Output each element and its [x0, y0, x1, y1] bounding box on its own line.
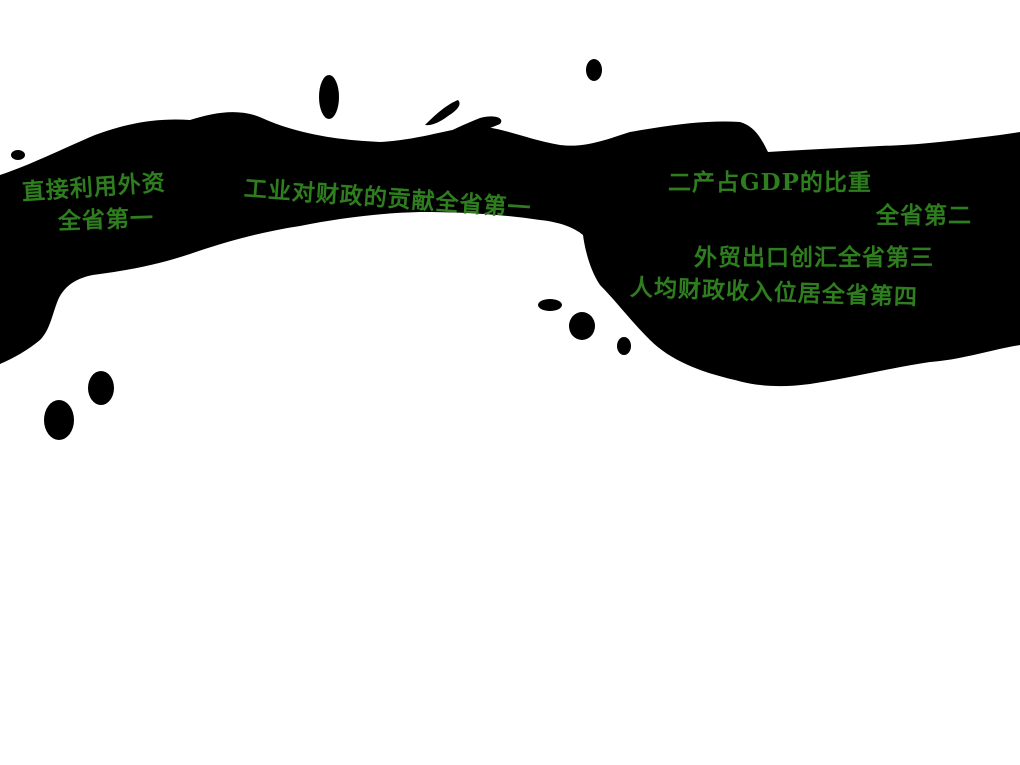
ink-drop-1: [319, 75, 339, 119]
ink-drop-6: [617, 337, 631, 355]
label-secondary-industry-line1: 二产占GDP的比重: [668, 169, 872, 196]
ink-drop-4: [44, 400, 74, 440]
label-export-earnings: 外贸出口创汇全省第三: [694, 244, 934, 271]
ink-band-main: [0, 112, 1020, 387]
label-secondary-industry-line2: 全省第二: [876, 202, 972, 229]
ink-splatter-1: [538, 299, 562, 311]
label-fdi-line2: 全省第一: [57, 204, 155, 235]
ink-drop-2: [586, 59, 602, 81]
ink-streak-2: [425, 100, 460, 126]
ink-streak-1: [410, 116, 502, 156]
ink-drop-5: [569, 312, 595, 340]
ink-splatter-2: [11, 150, 25, 160]
ink-drop-3: [88, 371, 114, 405]
